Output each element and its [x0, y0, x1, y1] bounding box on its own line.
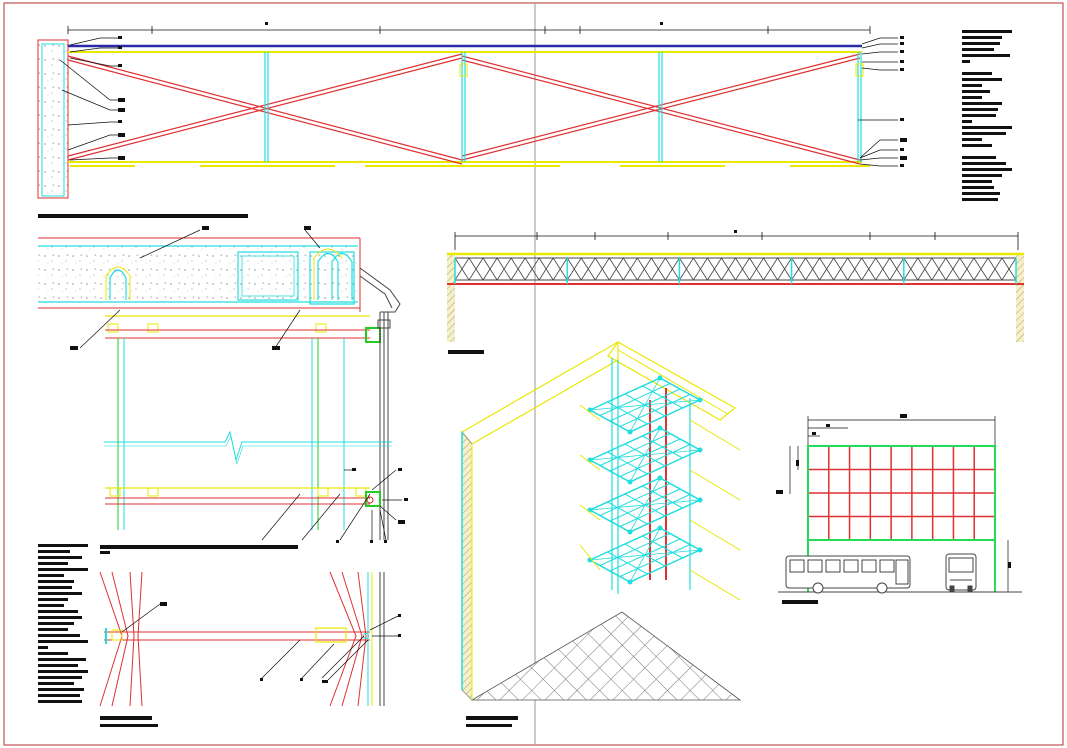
notes-top-right [962, 30, 1012, 201]
sheet-border [3, 2, 1064, 746]
truss-elevation [37, 22, 907, 218]
slab-connection-detail [38, 226, 408, 554]
bus-side-icon [785, 555, 911, 594]
facade-with-buses [776, 414, 1022, 604]
plan-detail [99, 571, 401, 727]
bus-front-icon [945, 553, 977, 593]
break-line-icon [104, 430, 392, 466]
isometric-frame [461, 340, 742, 727]
notes-bottom-left [38, 544, 88, 703]
long-span-truss [447, 230, 1024, 354]
